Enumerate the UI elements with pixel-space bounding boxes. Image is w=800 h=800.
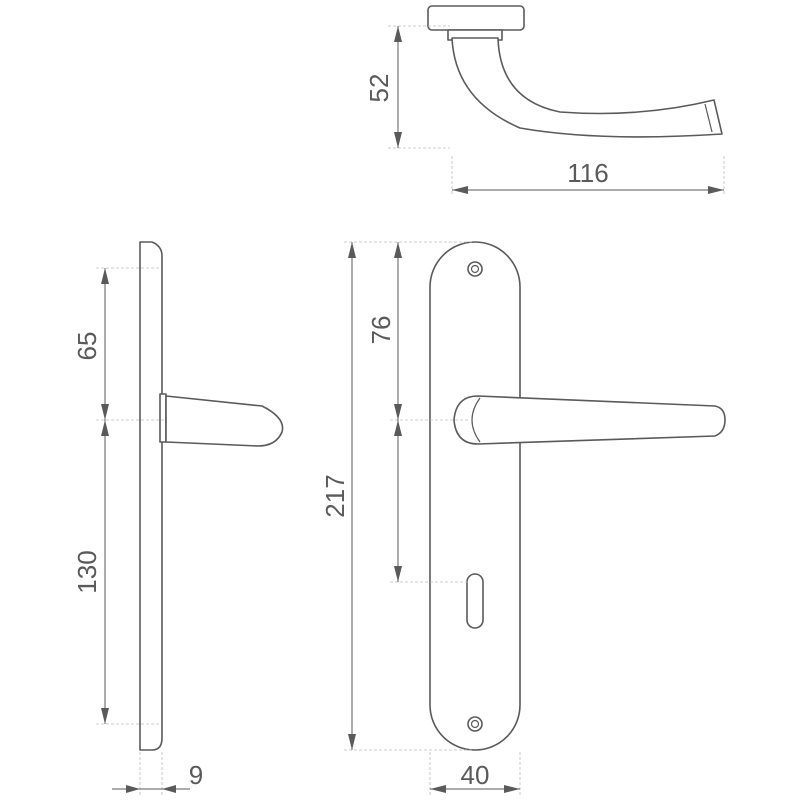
dim-plate-thickness: 9 bbox=[112, 752, 203, 796]
top-view-handle bbox=[427, 5, 723, 138]
dim-label-116: 116 bbox=[567, 158, 608, 188]
upper-screw bbox=[467, 261, 483, 277]
dim-label-217: 217 bbox=[320, 474, 350, 517]
handle-tip-edge bbox=[704, 103, 713, 133]
dim-label-65: 65 bbox=[72, 332, 102, 361]
side-view bbox=[139, 241, 284, 751]
dim-handle-height: 52 bbox=[364, 25, 450, 149]
dim-label-52: 52 bbox=[364, 74, 394, 103]
lower-screw bbox=[467, 716, 483, 732]
dim-label-76: 76 bbox=[366, 316, 396, 345]
front-backplate bbox=[429, 241, 521, 751]
dim-plate-height: 217 bbox=[320, 241, 474, 751]
dim-label-130: 130 bbox=[72, 550, 102, 593]
dim-handle-length: 116 bbox=[451, 156, 725, 196]
dim-axis-from-top: 76 bbox=[366, 242, 470, 583]
dim-upper-to-axis: 65 bbox=[72, 267, 166, 421]
dim-label-40: 40 bbox=[461, 760, 490, 790]
keyhole bbox=[466, 573, 484, 629]
side-backplate bbox=[139, 241, 163, 751]
rose-top bbox=[427, 5, 525, 31]
dim-plate-width: 40 bbox=[429, 752, 521, 796]
side-rose bbox=[159, 393, 167, 443]
dim-axis-to-lower: 130 bbox=[72, 420, 160, 725]
front-handle-rose-edge bbox=[471, 397, 481, 443]
front-view bbox=[429, 241, 726, 751]
front-handle bbox=[453, 395, 726, 445]
curved-handle-top bbox=[451, 37, 723, 138]
side-handle bbox=[165, 395, 284, 447]
dim-label-9: 9 bbox=[189, 760, 203, 790]
